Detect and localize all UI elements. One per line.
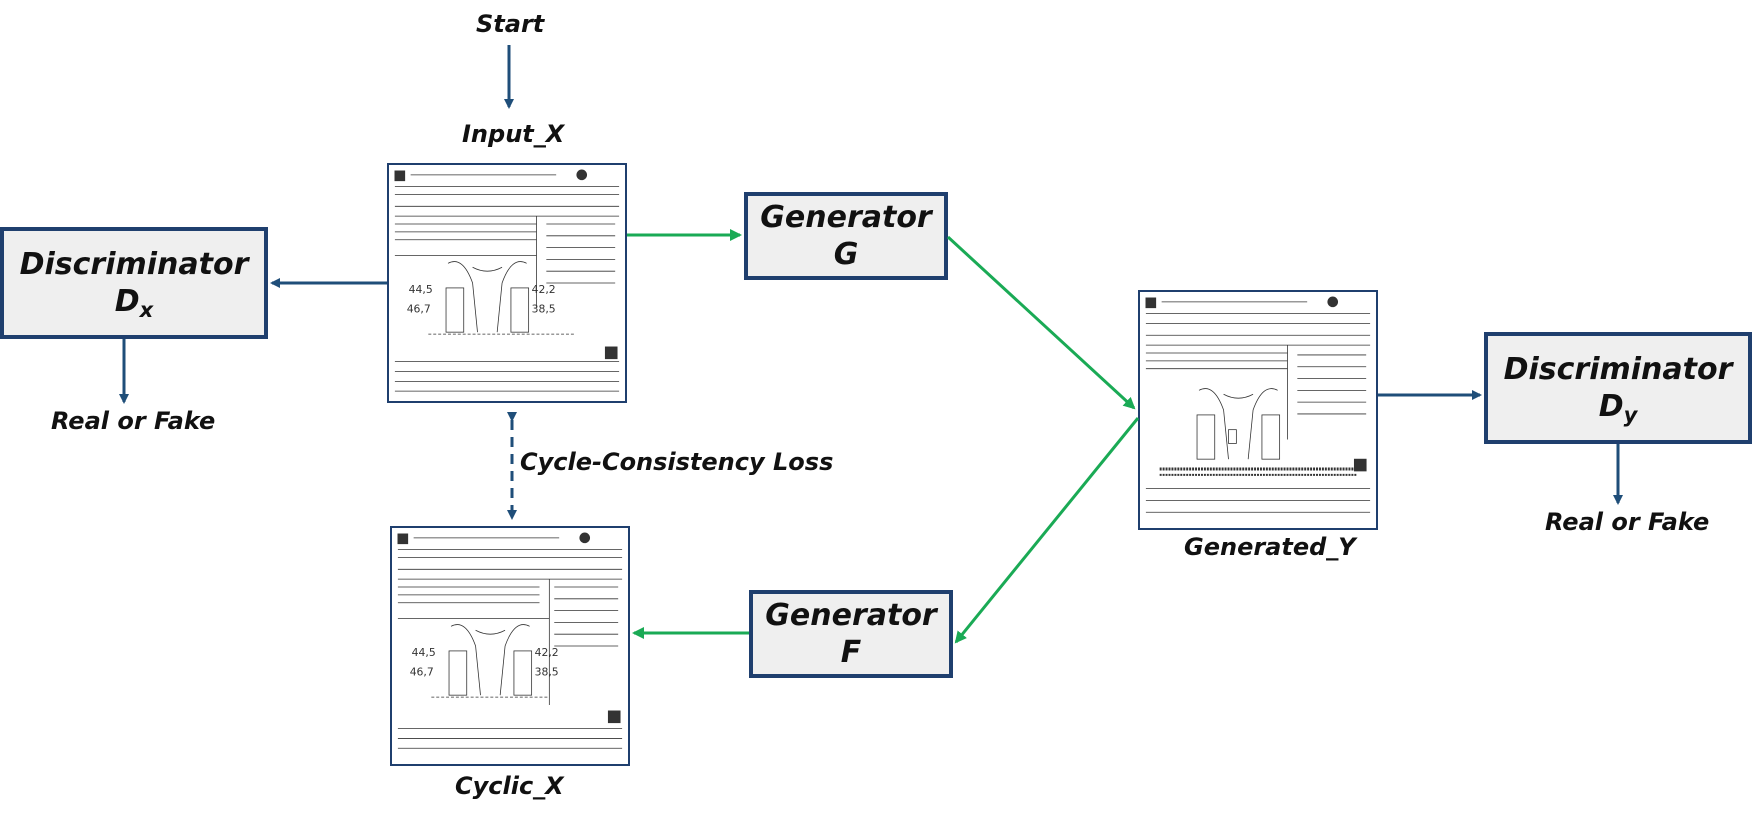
svg-text:46,7: 46,7 [407,303,431,316]
svg-text:38,5: 38,5 [532,303,556,316]
generated-y-label: Generated_Y [1184,533,1356,561]
discriminator-dy-symbol: Dy [1598,389,1638,428]
discriminator-dy-box: Discriminator Dy [1484,332,1752,444]
real-or-fake-y-label: Real or Fake [1545,508,1710,536]
discriminator-dx-symbol: Dx [114,284,154,323]
generator-g-to-generated-y-arrow [946,235,1136,410]
generator-g-box: Generator G [744,192,948,280]
cyclic-x-document: 44,5 46,7 42,2 38,5 [390,526,630,766]
generated-y-document [1138,290,1378,530]
svg-text:44,5: 44,5 [412,646,436,659]
cycle-consistency-loss-label: Cycle-Consistency Loss [520,448,834,476]
input-x-document: 44,5 46,7 42,2 38,5 [387,163,627,403]
real-or-fake-x-label: Real or Fake [51,407,216,435]
cyclic-x-label: Cyclic_X [455,772,564,800]
generator-f-symbol: F [840,635,862,670]
discriminator-dx-title: Discriminator [19,246,249,282]
generated-y-to-generator-f-arrow [954,417,1140,644]
start-label: Start [476,10,545,38]
discriminator-dx-box: Discriminator Dx [0,227,268,339]
generator-g-symbol: G [833,237,859,272]
svg-text:44,5: 44,5 [409,283,433,296]
svg-text:38,5: 38,5 [535,666,559,679]
svg-text:46,7: 46,7 [410,666,434,679]
discriminator-dy-title: Discriminator [1503,351,1733,387]
form-sketch: 44,5 46,7 42,2 38,5 [394,169,620,392]
svg-text:42,2: 42,2 [535,646,559,659]
svg-text:42,2: 42,2 [532,283,556,296]
input-x-label: Input_X [462,120,565,148]
form-sketch [1145,296,1371,513]
generator-f-box: Generator F [749,590,953,678]
form-sketch: 44,5 46,7 42,2 38,5 [397,532,623,749]
generator-g-title: Generator [760,199,932,235]
generator-f-title: Generator [765,597,937,633]
